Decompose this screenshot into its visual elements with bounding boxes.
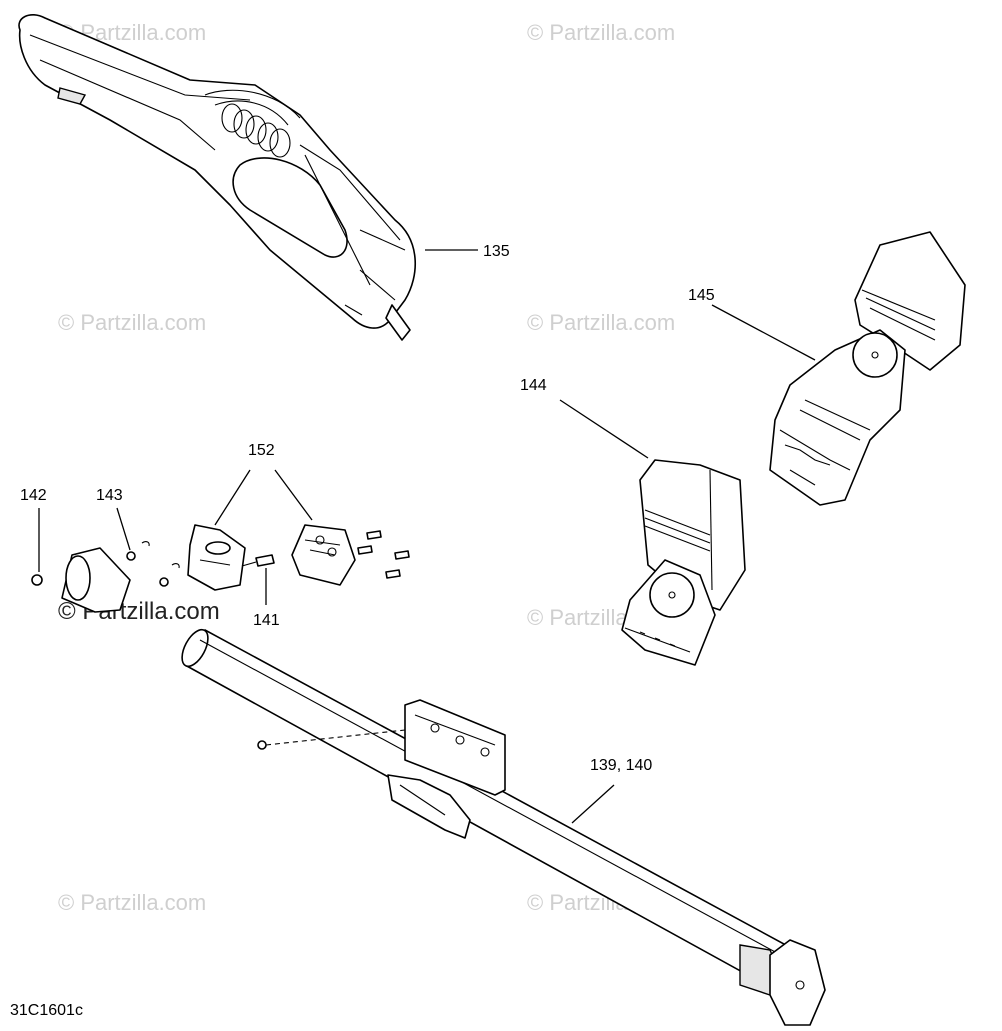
leader-152a — [214, 469, 251, 526]
callout-145: 145 — [688, 287, 715, 304]
leader-139-140 — [571, 784, 615, 824]
leader-143 — [116, 507, 131, 551]
callout-152: 152 — [248, 442, 275, 459]
callout-144: 144 — [520, 377, 547, 394]
diagram-code: 31C1601c — [10, 1002, 83, 1019]
watermark: © Partzilla.com — [527, 310, 676, 335]
case-handle-grip — [221, 103, 291, 158]
part-135-gun-case — [18, 14, 416, 341]
part-139-140-tube — [181, 628, 826, 1026]
watermark: © Partzilla.com — [58, 890, 207, 915]
callout-143: 143 — [96, 487, 123, 504]
callout-142: 142 — [20, 487, 47, 504]
part-152-clamp-halves — [187, 524, 356, 591]
leader-144 — [559, 399, 649, 459]
part-143-nuts — [126, 541, 180, 587]
callout-135: 135 — [483, 243, 510, 260]
watermark: © Partzilla.com — [527, 20, 676, 45]
part-142-screw — [31, 574, 43, 586]
leader-145 — [711, 304, 816, 361]
end-cap-sleeve — [61, 547, 131, 613]
part-141-bolt — [241, 554, 275, 567]
leader-152b — [274, 469, 313, 521]
part-145-holder-upper — [769, 231, 966, 506]
screws — [357, 530, 410, 579]
callout-141: 141 — [253, 612, 280, 629]
callout-139-140: 139, 140 — [590, 757, 652, 774]
watermark: © Partzilla.com — [58, 310, 207, 335]
part-144-holder-lower — [621, 459, 746, 666]
